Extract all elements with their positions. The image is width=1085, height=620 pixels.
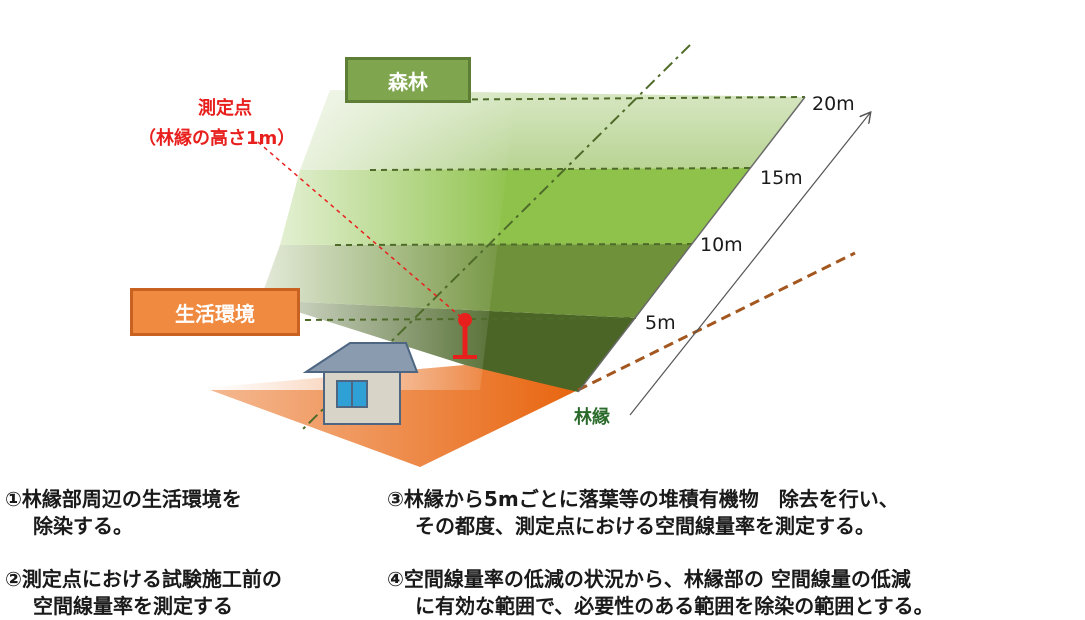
distance-label-20m: 20m [812, 93, 855, 115]
measurement-point-subtitle: （林縁の高さ1m） [138, 128, 296, 149]
distance-label-15m: 15m [760, 167, 803, 189]
distance-arrow [629, 113, 870, 416]
forest-decontamination-diagram [200, 44, 1085, 467]
step-1: ①林縁部周辺の生活環境を 除染する。 [5, 486, 242, 540]
forest-edge-label: 林縁 [574, 407, 610, 428]
house-icon [302, 342, 419, 425]
living-environment-label: 生活環境 [130, 288, 300, 336]
step-3: ③林縁から5mごとに落葉等の堆積有機物 除去を行い、 その都度、測定点における空… [387, 486, 899, 540]
distance-label-10m: 10m [700, 234, 743, 256]
slope-edge-upper [577, 96, 806, 393]
distance-label-5m: 5m [645, 312, 676, 334]
step-3-line-2: その都度、測定点における空間線量率を測定する。 [415, 514, 875, 538]
step-3-line-1: ③林縁から5mごとに落葉等の堆積有機物 除去を行い、 [387, 487, 899, 511]
step-2: ②測定点における試験施工前の 空間線量率を測定する [5, 566, 282, 620]
forest-edge-line [577, 251, 856, 392]
step-2-line-1: ②測定点における試験施工前の [5, 567, 282, 591]
step-2-line-2: 空間線量率を測定する [33, 594, 233, 618]
step-1-line-1: ①林縁部周辺の生活環境を [5, 487, 242, 511]
step-1-line-2: 除染する。 [33, 514, 133, 538]
measurement-point-marker [458, 313, 472, 327]
step-4: ④空間線量率の低減の状況から、林縁部の 空間線量の低減 に有効な範囲で、必要性の… [387, 566, 934, 620]
step-4-line-2: に有効な範囲で、必要性のある範囲を除染の範囲とする。 [415, 594, 934, 618]
forest-label: 森林 [345, 57, 471, 103]
measurement-point-title: 測定点 [198, 98, 252, 119]
measurement-leader-line [257, 141, 463, 319]
step-4-line-1: ④空間線量率の低減の状況から、林縁部の 空間線量の低減 [387, 567, 911, 591]
